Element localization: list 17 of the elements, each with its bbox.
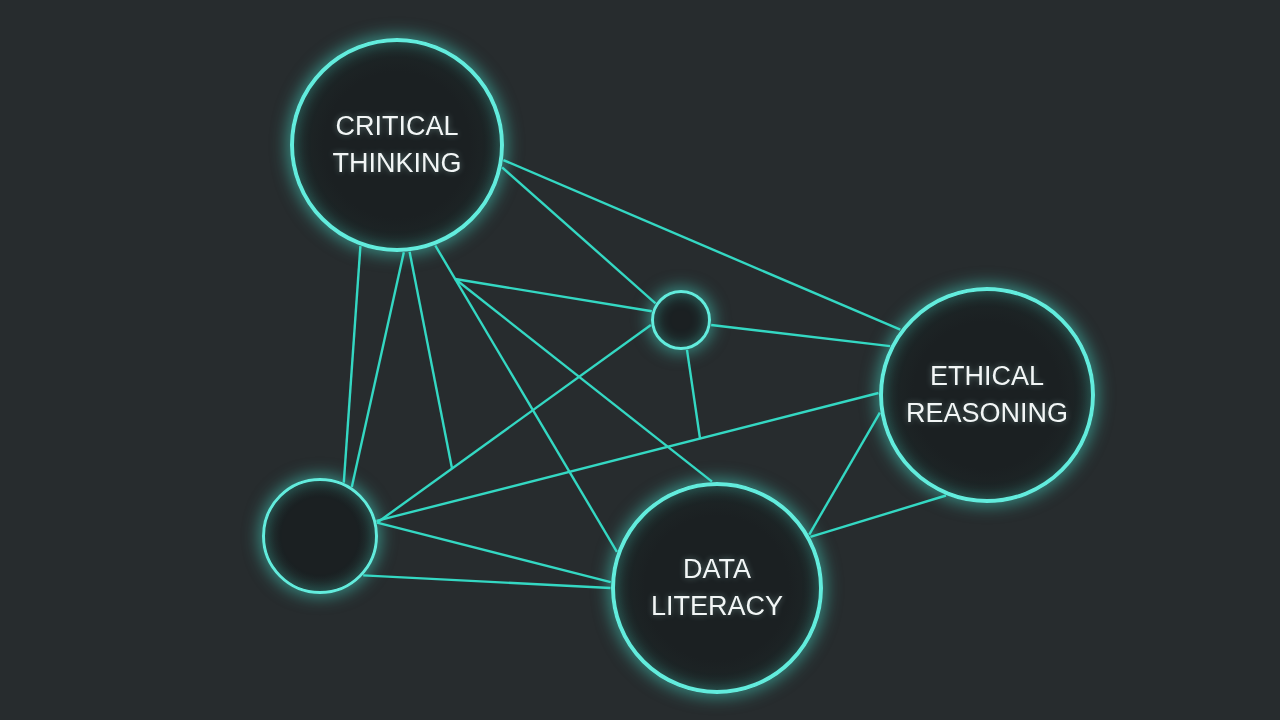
connector-line	[376, 324, 652, 524]
connector-line	[376, 521, 611, 584]
connector-line	[408, 251, 454, 469]
concept-label: CRITICAL THINKING	[331, 110, 463, 180]
concept-label: ETHICAL REASONING	[905, 360, 1069, 430]
connector-line	[363, 574, 611, 590]
connector-line	[434, 244, 618, 553]
connector-line	[350, 252, 405, 488]
connector-line	[808, 412, 881, 536]
connector-line	[454, 278, 713, 483]
connector-line	[685, 349, 702, 439]
connector-line	[810, 494, 947, 539]
connector-line	[710, 323, 891, 348]
connector-line	[376, 391, 879, 523]
concept-label: DATA LITERACY	[649, 553, 784, 623]
connector-line	[342, 246, 362, 483]
connector-line	[455, 277, 652, 313]
